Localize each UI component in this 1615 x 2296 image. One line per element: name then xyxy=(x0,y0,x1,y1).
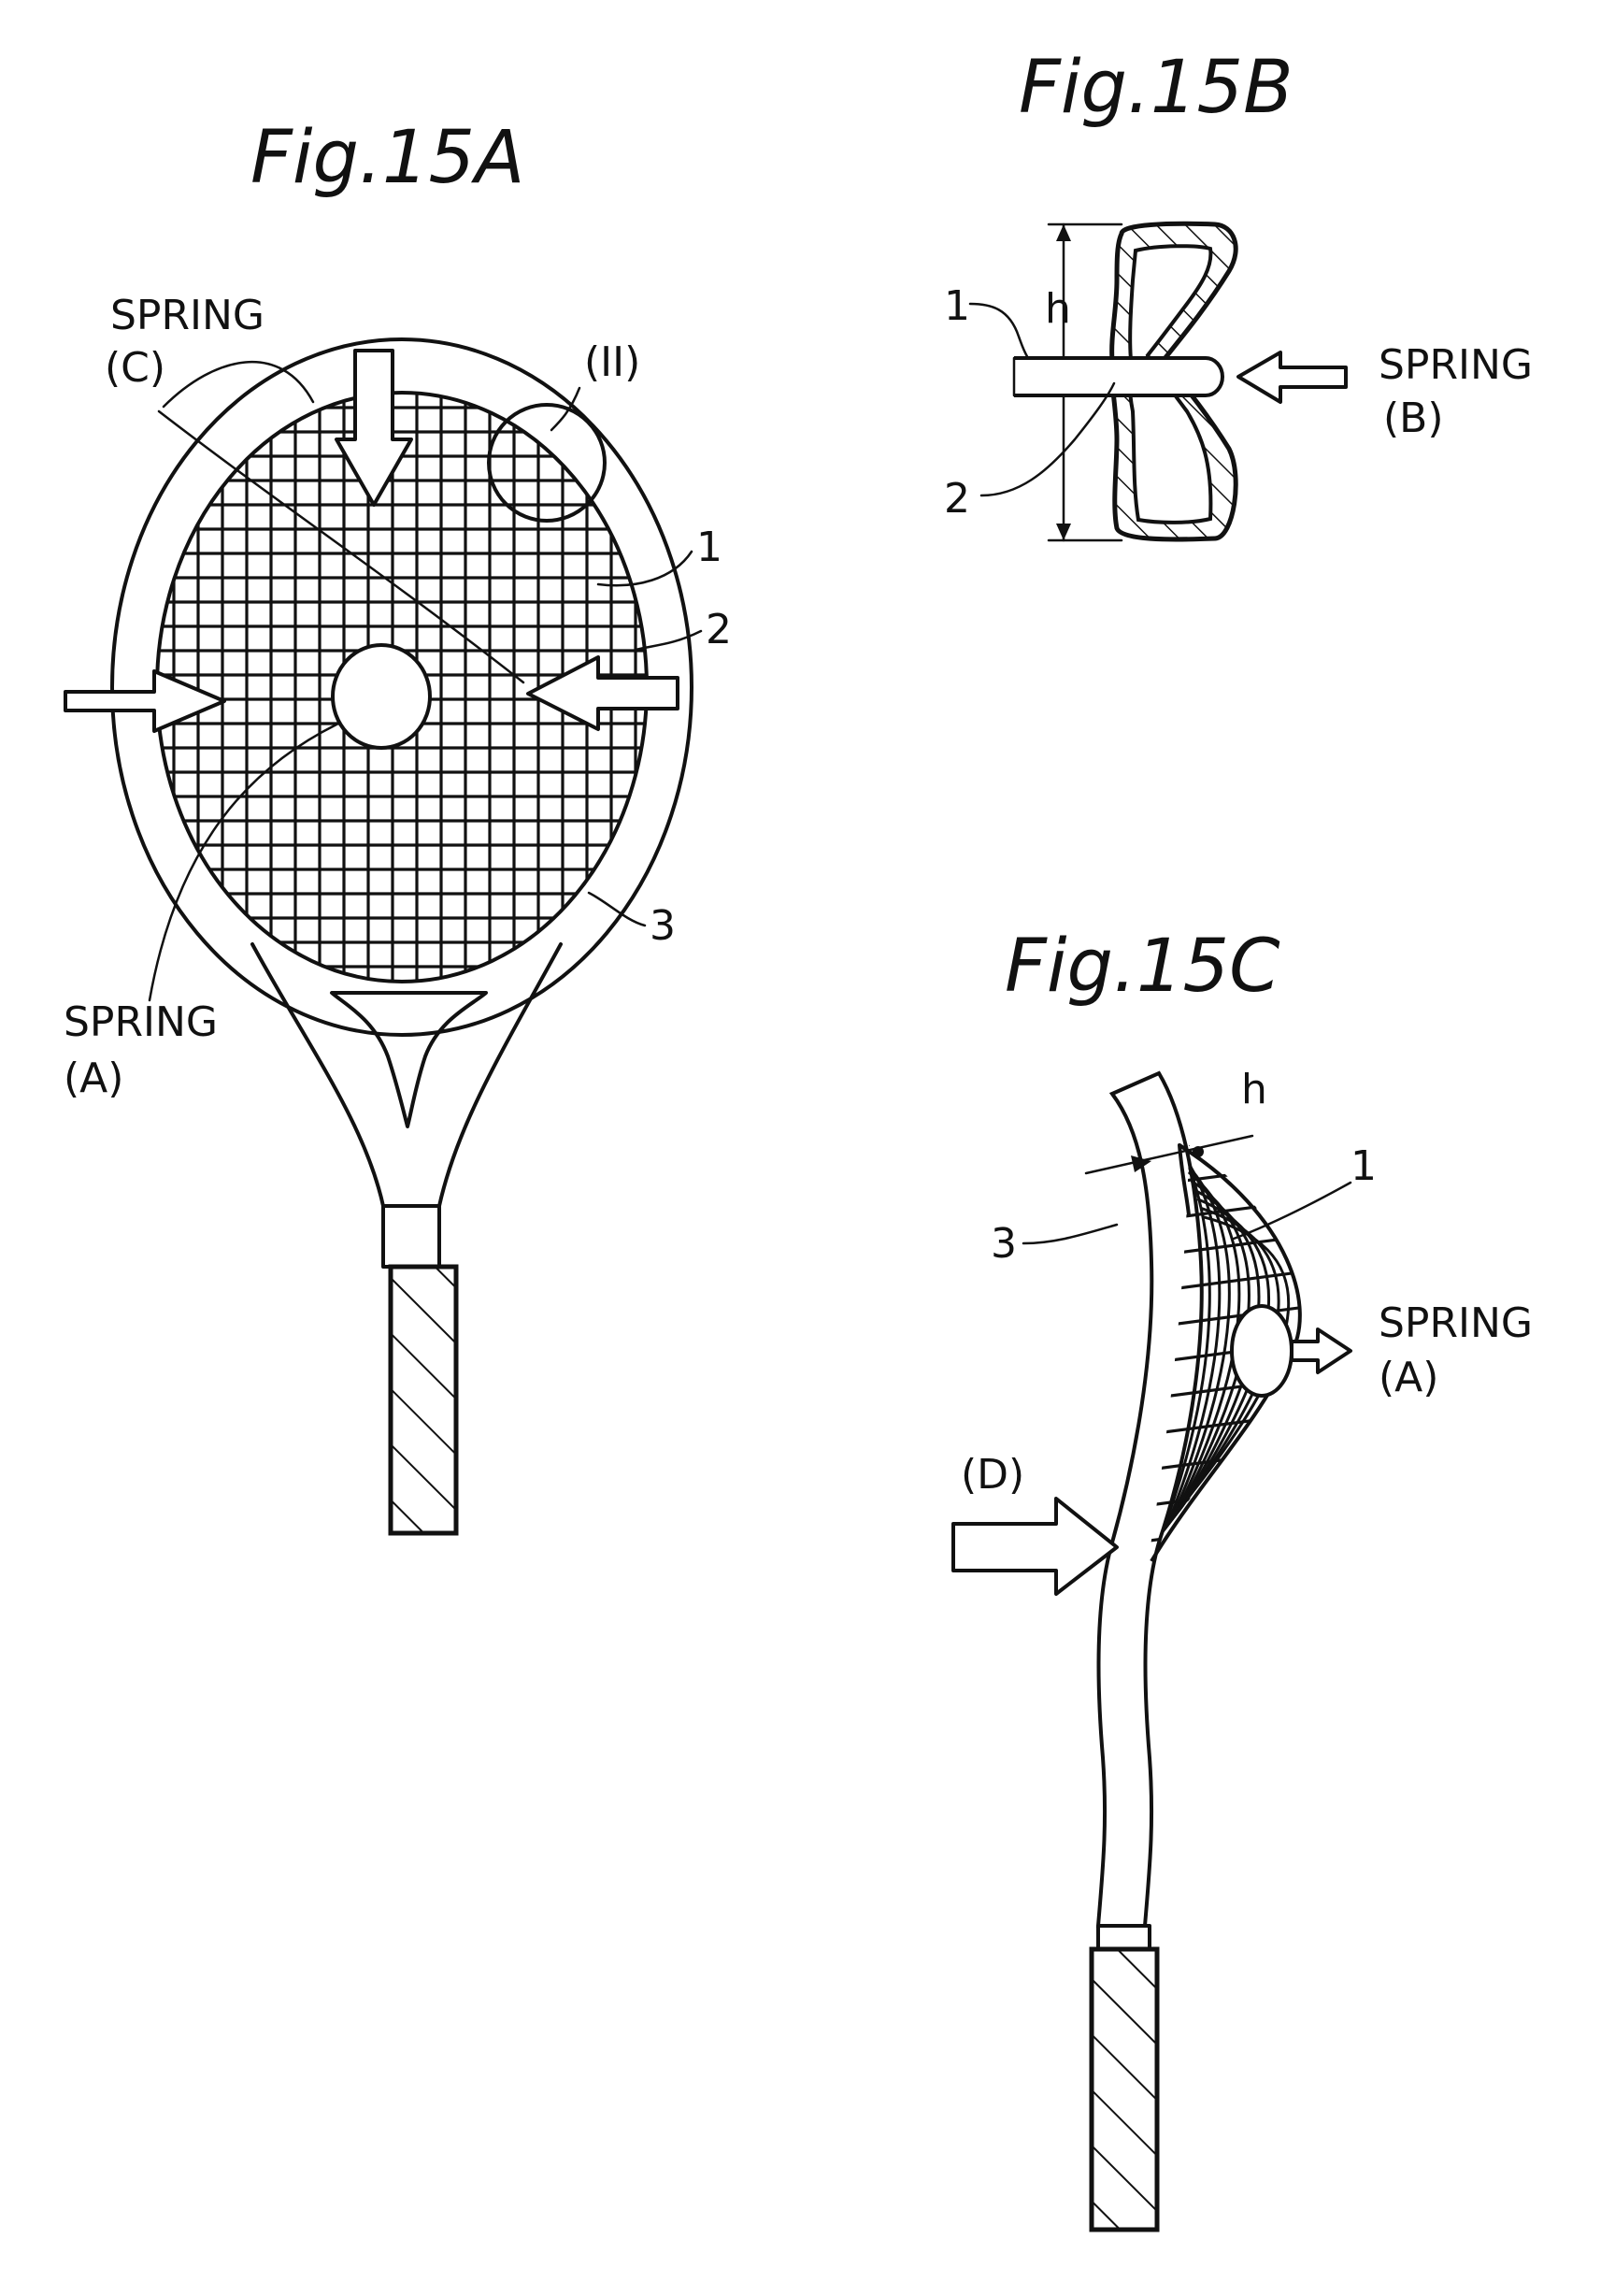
arrow-spring-a-c xyxy=(1292,1329,1351,1372)
arrow-right-a xyxy=(528,657,678,729)
label-spring-a-1: SPRING xyxy=(64,998,218,1046)
throat-outer xyxy=(252,944,561,1206)
label-force-d: (D) xyxy=(961,1451,1024,1499)
dim-arrow-bottom-b xyxy=(1056,524,1071,540)
label-dim-h-b: h xyxy=(1045,285,1071,333)
label-spring-b-1: SPRING xyxy=(1379,341,1533,389)
handle-collar-c xyxy=(1098,1926,1150,1949)
spring-c-leader xyxy=(159,411,523,682)
ball-c xyxy=(1232,1306,1292,1396)
label-spring-a-2: (A) xyxy=(64,1055,123,1102)
label-ref-3-c: 3 xyxy=(991,1220,1017,1268)
figure-15a: Fig.15A SPRING xyxy=(64,116,732,1533)
figure-15c: Fig.15C h 1 3 SPRING (A) (D) xyxy=(953,925,1533,2230)
label-spring-a-c-2: (A) xyxy=(1379,1354,1438,1401)
ball-a xyxy=(333,645,430,748)
label-ref-1-b: 1 xyxy=(944,282,970,330)
label-ref-1-c: 1 xyxy=(1351,1142,1377,1190)
ref-3-leader-c xyxy=(1023,1225,1117,1243)
figure-15b-title: Fig.15B xyxy=(1019,46,1293,130)
ref-2-leader-b xyxy=(981,383,1114,495)
label-dim-h-c: h xyxy=(1241,1066,1267,1113)
label-spring-a-c-1: SPRING xyxy=(1379,1299,1533,1347)
label-ref-3-a: 3 xyxy=(650,902,676,950)
arrow-spring-b xyxy=(1238,352,1346,402)
racket-frame-a xyxy=(112,339,692,1533)
label-spring-b-2: (B) xyxy=(1383,395,1444,442)
label-ref-1-a: 1 xyxy=(696,524,722,571)
handle-grip xyxy=(391,1267,456,1533)
throat-opening xyxy=(332,993,486,1126)
handle-collar xyxy=(383,1206,439,1267)
label-ref-2-a: 2 xyxy=(706,606,732,653)
dim-point-c xyxy=(1193,1146,1204,1157)
figure-15b: Fig.15B h 1 2 SPRING (B) xyxy=(944,46,1533,540)
label-spring-c-2: (C) xyxy=(105,344,165,392)
handle-grip-c xyxy=(1092,1949,1157,2230)
dim-arrow-top-b xyxy=(1056,224,1071,241)
label-spring-c-1: SPRING xyxy=(110,292,264,339)
label-ref-2-b: 2 xyxy=(944,475,970,523)
arrow-force-d xyxy=(953,1499,1117,1594)
figure-15c-title: Fig.15C xyxy=(1005,925,1280,1009)
ref-1-leader-b xyxy=(970,304,1028,358)
figure-15a-title: Fig.15A xyxy=(250,116,524,200)
label-detail-ii: (II) xyxy=(584,338,640,386)
ref-1-leader-c xyxy=(1234,1183,1351,1239)
string-section-b xyxy=(1014,358,1222,395)
